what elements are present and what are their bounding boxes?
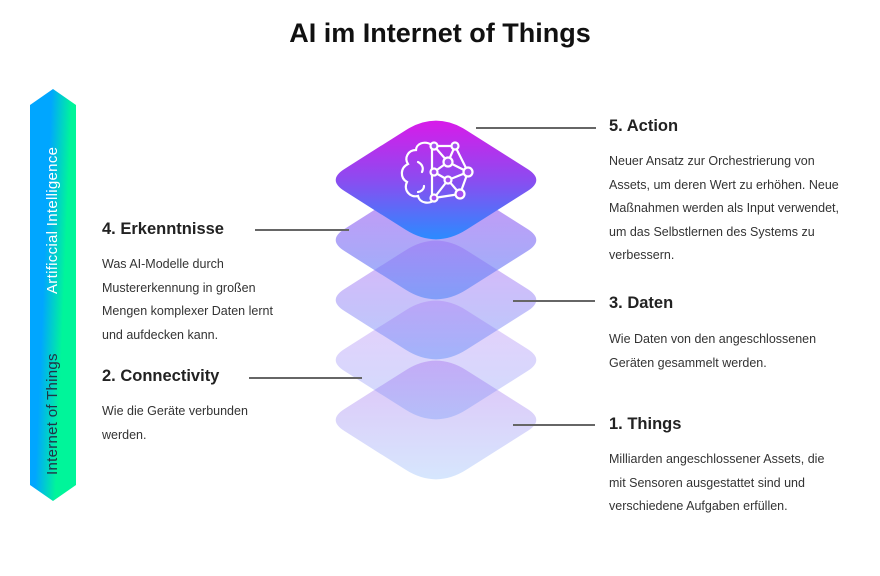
- double-arrow-shape: [30, 89, 76, 501]
- connector-action: [476, 127, 596, 129]
- connector-daten: [513, 300, 595, 302]
- page-title: AI im Internet of Things: [289, 18, 591, 48]
- heading-erkenntnisse: 4. Erkenntnisse: [102, 220, 224, 238]
- text-things: Milliarden angeschlossener Assets, die m…: [609, 452, 825, 513]
- text-connectivity: Wie die Geräte verbunden werden.: [102, 404, 248, 442]
- heading-connectivity: 2. Connectivity: [102, 367, 220, 385]
- layer-action: [335, 120, 537, 240]
- connector-connectivity: [249, 377, 362, 379]
- heading-things: 1. Things: [609, 415, 682, 433]
- connector-things: [513, 424, 595, 426]
- text-daten: Wie Daten von den angeschlossenen Geräte…: [609, 332, 817, 370]
- text-action: Neuer Ansatz zur Orchestrierung von Asse…: [609, 154, 839, 262]
- heading-action: 5. Action: [609, 117, 679, 135]
- text-erkenntnisse: Was AI-Modelle durch Mustererkennung in …: [102, 257, 273, 342]
- brain-network-icon: [400, 141, 474, 204]
- connector-erkenntnisse: [255, 229, 349, 231]
- ai-iot-arrow-bar: Artificcial Intelligence Internet of Thi…: [30, 89, 76, 501]
- heading-daten: 3. Daten: [609, 294, 674, 312]
